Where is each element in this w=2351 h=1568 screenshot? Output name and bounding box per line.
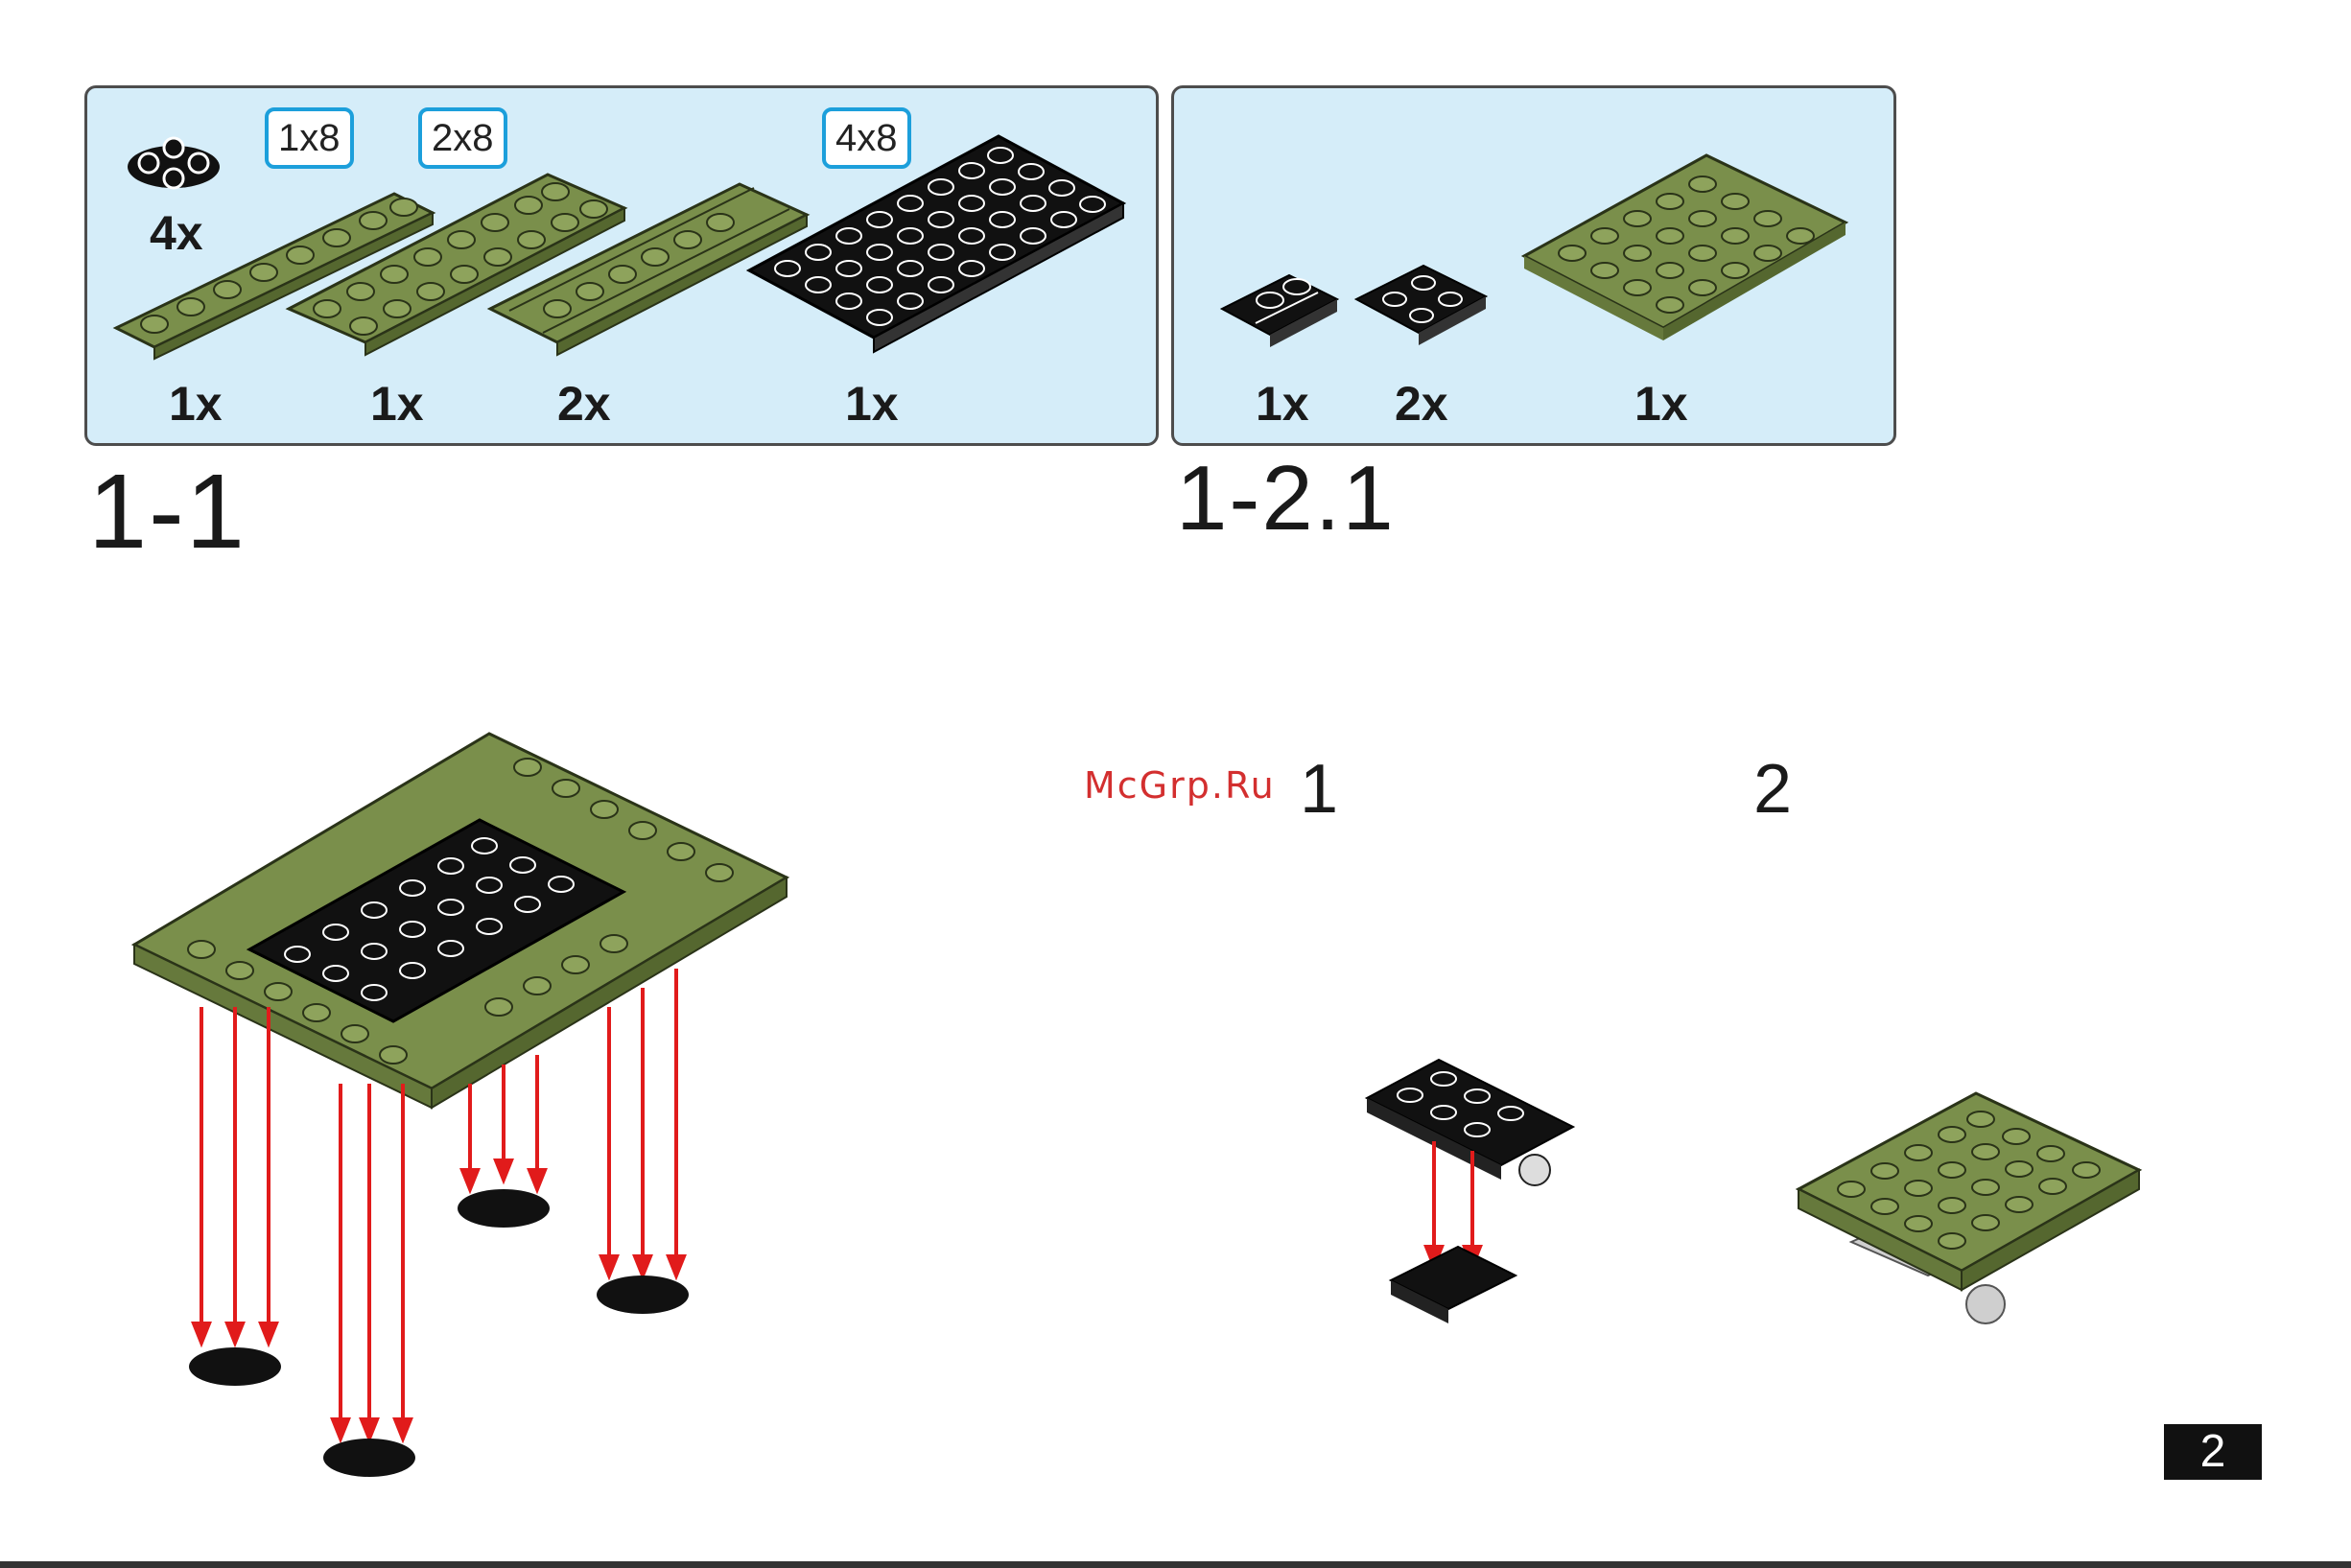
page-number: 2 [2164, 1424, 2262, 1480]
sub-step-1-illustration [1362, 1055, 1602, 1343]
qty-jumper-plate: 1x [1256, 376, 1309, 432]
step-title-1-2-1: 1-2.1 [1176, 446, 1396, 551]
qty-round-plate: 2x [1395, 376, 1448, 432]
qty-4x8: 1x [845, 376, 899, 432]
black-jumper-plate-icon [1222, 266, 1347, 352]
qty-olive-plate: 1x [1634, 376, 1688, 432]
sub-step-2: 2 [1753, 750, 1792, 829]
parts-panel-1-2-1: 1x 2x 1x [1171, 85, 1896, 446]
black-round-plate-icon [1356, 256, 1491, 352]
size-tag-1x8: 1x8 [265, 107, 354, 169]
parts-panel-1-1: 1x8 2x8 4x8 4x [84, 85, 1159, 446]
qty-2x8: 1x [370, 376, 424, 432]
black-plate-4x8-icon [749, 127, 1133, 366]
qty-1x8: 1x [169, 376, 223, 432]
step-title-1-1: 1-1 [88, 451, 247, 573]
size-tag-2x8: 2x8 [418, 107, 507, 169]
olive-plate-4x6-icon [1524, 146, 1850, 347]
sub-step-2-illustration [1794, 1084, 2149, 1343]
sub-step-1: 1 [1300, 750, 1338, 829]
assembly-1-1-illustration [125, 719, 815, 1486]
qty-rail-plate: 2x [557, 376, 611, 432]
watermark: McGrp.Ru [1084, 764, 1276, 807]
bottom-rule [0, 1561, 2351, 1568]
